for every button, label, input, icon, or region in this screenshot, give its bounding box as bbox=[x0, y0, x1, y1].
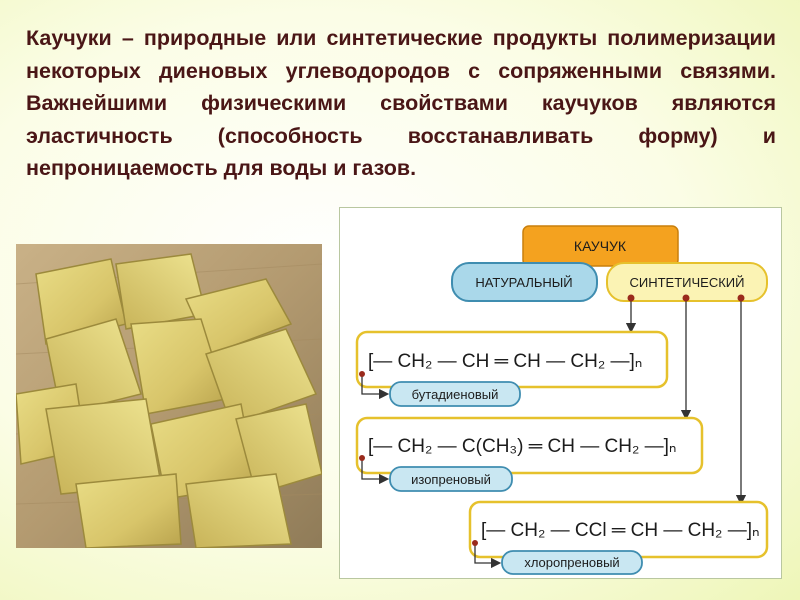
connector-dot bbox=[627, 294, 635, 302]
natural-label: НАТУРАЛЬНЫЙ bbox=[475, 275, 572, 290]
rubber-classification-diagram: КАУЧУК НАТУРАЛЬНЫЙ СИНТЕТИЧЕСКИЙ [— CH₂ … bbox=[339, 207, 782, 579]
synthetic-label: СИНТЕТИЧЕСКИЙ bbox=[629, 275, 744, 290]
chloroprene-name: хлоропреновый bbox=[524, 555, 619, 570]
isoprene-card: [— CH₂ — C(CH₃) ═ CH — CH₂ —]ₙ изопренов… bbox=[355, 416, 704, 492]
isoprene-name: изопреновый bbox=[411, 472, 491, 487]
butadiene-name: бутадиеновый bbox=[412, 387, 499, 402]
root-node: КАУЧУК bbox=[522, 225, 679, 267]
connector-dot bbox=[737, 294, 745, 302]
connector-lines bbox=[625, 298, 747, 506]
intro-paragraph: Каучуки – природные или синтетические пр… bbox=[26, 26, 776, 180]
root-label: КАУЧУК bbox=[574, 238, 627, 254]
rubber-photo bbox=[16, 244, 322, 548]
natural-node: НАТУРАЛЬНЫЙ bbox=[451, 262, 598, 302]
butadiene-formula: [— CH₂ — CH ═ CH — CH₂ —]ₙ bbox=[368, 351, 642, 372]
butadiene-card: [— CH₂ — CH ═ CH — CH₂ —]ₙ бутадиеновый bbox=[355, 330, 669, 407]
connector-dot bbox=[682, 294, 690, 302]
synthetic-node: СИНТЕТИЧЕСКИЙ bbox=[606, 262, 768, 302]
chloroprene-card: [— CH₂ — CCl ═ CH — CH₂ —]ₙ хлоропреновы… bbox=[468, 500, 769, 575]
chloroprene-formula: [— CH₂ — CCl ═ CH — CH₂ —]ₙ bbox=[481, 520, 760, 541]
isoprene-formula: [— CH₂ — C(CH₃) ═ CH — CH₂ —]ₙ bbox=[368, 436, 676, 457]
